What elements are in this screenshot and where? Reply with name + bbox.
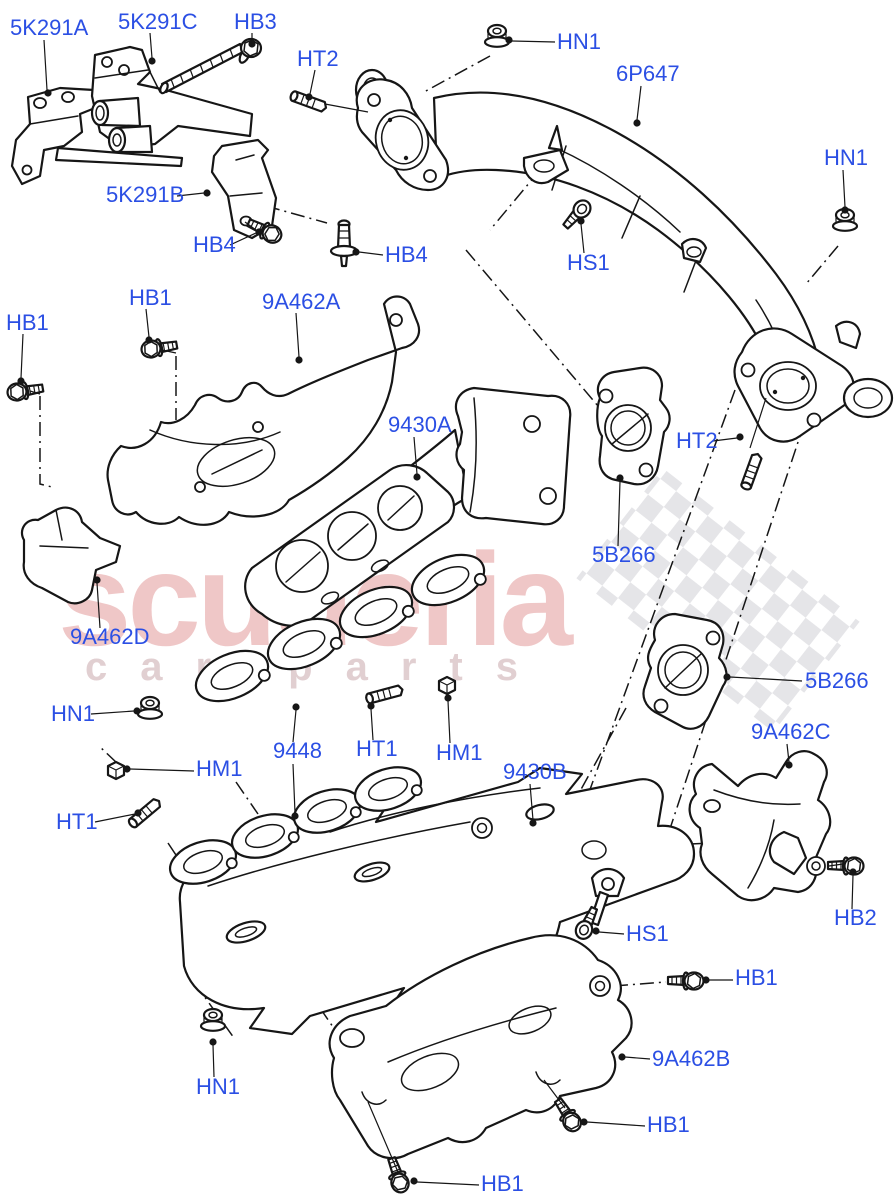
part-HB3-bolt [159, 37, 263, 95]
part-9A462C-heat-shield [688, 750, 832, 902]
callout-HT1-right[interactable]: HT1 [356, 736, 398, 761]
callout-HB3[interactable]: HB3 [234, 9, 277, 34]
part-9A462D-heat-shield [20, 506, 122, 605]
callout-HM1-left[interactable]: HM1 [196, 756, 242, 781]
callout-5K291C[interactable]: 5K291C [118, 9, 198, 34]
part-9A462A-heat-shield [106, 295, 421, 526]
callout-9430A[interactable]: 9430A [388, 412, 452, 437]
callout-HN1-top[interactable]: HN1 [557, 29, 601, 54]
checkered-flag-watermark [576, 467, 860, 733]
callout-5B266-2[interactable]: 5B266 [805, 668, 869, 693]
callout-HT2-top[interactable]: HT2 [297, 46, 339, 71]
callout-9430B[interactable]: 9430B [503, 759, 567, 784]
part-callouts: 5K291A 5K291C HB3 HN1 6P647 HT2 HN1 5K29… [6, 9, 877, 1196]
callout-HS1-top[interactable]: HS1 [567, 250, 610, 275]
callout-HS1-bottom[interactable]: HS1 [626, 921, 669, 946]
part-HB2-bolt [826, 856, 865, 876]
callout-9448[interactable]: 9448 [273, 738, 322, 763]
part-HB1-bolt-left [5, 378, 46, 404]
part-9430B-manifold [178, 766, 696, 1036]
callout-leader-lines [17, 32, 857, 1186]
callout-9A462C[interactable]: 9A462C [751, 719, 831, 744]
part-HS1-screw-top [558, 195, 596, 234]
callout-5K291A[interactable]: 5K291A [10, 15, 89, 40]
callout-HN1-right[interactable]: HN1 [824, 145, 868, 170]
part-5B266-gasket-2 [642, 612, 728, 730]
callout-HN1-mid[interactable]: HN1 [51, 701, 95, 726]
callout-HT2-lower[interactable]: HT2 [676, 428, 718, 453]
part-9430A-manifold [244, 386, 572, 627]
part-HT2-stud-lower [739, 451, 764, 492]
callout-9A462A[interactable]: 9A462A [262, 289, 341, 314]
callout-HB4-1[interactable]: HB4 [193, 232, 236, 257]
callout-HM1-right[interactable]: HM1 [436, 740, 482, 765]
part-5K291C-bracket [90, 45, 254, 154]
part-HN1-nut-top [483, 23, 511, 48]
callout-HB2[interactable]: HB2 [834, 905, 877, 930]
parts-drawings [5, 23, 894, 1196]
callout-9A462B[interactable]: 9A462B [652, 1046, 730, 1071]
part-HB4-bolt-2 [329, 219, 359, 268]
callout-HT1-left[interactable]: HT1 [56, 809, 98, 834]
callout-HB1-low-center[interactable]: HB1 [481, 1171, 524, 1196]
callout-6P647[interactable]: 6P647 [616, 61, 680, 86]
part-HB1-bolt-low-right [666, 971, 705, 991]
part-HM1-nut-left [106, 760, 126, 781]
part-HB1-bolt-low-center [382, 1154, 413, 1196]
part-5B266-gasket-1 [596, 366, 671, 486]
part-6P647-crossover-pipe [354, 68, 894, 443]
callout-HN1-bottom[interactable]: HN1 [196, 1074, 240, 1099]
callout-HB1-low-mid[interactable]: HB1 [647, 1112, 690, 1137]
part-HT1-stud-left [126, 796, 164, 830]
callout-5B266-1[interactable]: 5B266 [592, 542, 656, 567]
callout-5K291B[interactable]: 5K291B [106, 182, 184, 207]
callout-HB4-2[interactable]: HB4 [385, 242, 428, 267]
leader-dots [17, 36, 857, 1185]
callout-9A462D[interactable]: 9A462D [70, 624, 150, 649]
part-HB1-bolt-low-mid [549, 1094, 586, 1136]
callout-HB1-low-right[interactable]: HB1 [735, 965, 778, 990]
callout-HB1-center[interactable]: HB1 [129, 285, 172, 310]
part-HM1-nut-right [437, 675, 457, 696]
callout-HB1-left[interactable]: HB1 [6, 310, 49, 335]
part-HN1-nut-mid [136, 695, 164, 720]
